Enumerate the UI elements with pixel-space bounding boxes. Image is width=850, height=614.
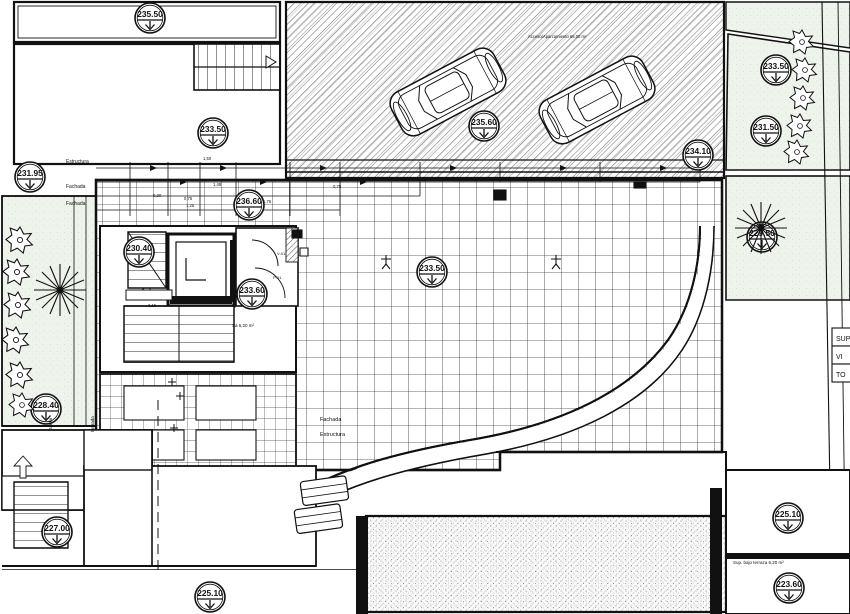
plan-annotation: Jardin xyxy=(48,417,53,430)
plan-annotation: 0,30 xyxy=(153,193,162,198)
plan-annotation: 1,75 xyxy=(263,199,272,204)
bottom-gravel-area xyxy=(356,488,728,614)
parking-driveway xyxy=(284,0,726,180)
elevation-value: 223.60 xyxy=(776,579,802,589)
elevation-value: 231.95 xyxy=(17,168,43,178)
plan-annotation: Acceso/Aparcamiento 68,00 m² xyxy=(528,34,587,39)
elevation-value: 233.50 xyxy=(763,61,789,71)
elevation-marker: 233.50 xyxy=(197,117,229,149)
elevation-marker: 233.60 xyxy=(236,278,268,310)
elevation-value: 228.40 xyxy=(33,400,59,410)
elevation-marker: 233.50 xyxy=(760,54,792,86)
plan-annotation: Fachada xyxy=(320,417,342,423)
elevation-value: 235.50 xyxy=(137,9,163,19)
lower-left-zone xyxy=(1,400,317,600)
stair-upper xyxy=(193,43,281,91)
plan-annotation: 1,25 xyxy=(186,203,195,208)
elevation-marker: 223.60 xyxy=(773,572,805,604)
elevation-value: 229.50 xyxy=(749,228,775,238)
elevation-value: 227.00 xyxy=(44,523,70,533)
elevation-marker: 231.50 xyxy=(750,115,782,147)
plan-annotation: V-01 xyxy=(277,251,286,256)
elevation-value: 231.50 xyxy=(753,122,779,132)
plan-annotation: Estructura xyxy=(320,432,346,438)
plan-annotation: 2,15 xyxy=(148,303,157,308)
elevation-marker-layer: 235.50 233.50 231.95 236.60 230.40 233.60 233.… xyxy=(14,2,805,613)
plan-annotation: Entrada xyxy=(90,416,95,432)
legend-table: SUP VI TO xyxy=(831,327,850,383)
plan-annotation: 0,75 xyxy=(333,184,342,189)
plan-annotation: 1,50 xyxy=(203,156,212,161)
bottom-right-rooms xyxy=(496,451,850,614)
elevation-marker: 231.95 xyxy=(14,161,46,193)
lounge-furniture xyxy=(293,475,350,534)
elevation-marker: 230.40 xyxy=(123,236,155,268)
detail-symbols xyxy=(291,181,647,257)
elevation-value: 234.10 xyxy=(685,146,711,156)
elevation-value: 233.50 xyxy=(419,263,445,273)
plan-annotation: 1,48 xyxy=(213,182,222,187)
elevation-value: 236.60 xyxy=(236,196,262,206)
elevation-marker: 228.40 xyxy=(30,393,62,425)
elevation-marker: 233.50 xyxy=(416,256,448,288)
elevation-marker: 227.00 xyxy=(41,516,73,548)
plan-annotation: Fachada xyxy=(66,201,86,207)
elevation-marker: 235.50 xyxy=(134,2,166,34)
elevation-value: 235.60 xyxy=(471,117,497,127)
legend-row-label: VI xyxy=(836,354,843,361)
plan-annotation: Estructura xyxy=(66,159,89,165)
elevation-marker: 236.60 xyxy=(233,189,265,221)
annotation-layer: Acceso/Aparcamiento 68,00 m²EstructuraFa… xyxy=(48,34,784,565)
elevation-marker: 225.10 xyxy=(772,502,804,534)
elevation-value: 225.10 xyxy=(775,509,801,519)
plan-annotation: Sup. bajo terraza 6,20 m² xyxy=(733,560,784,565)
bottom-strip xyxy=(2,569,356,614)
elevation-marker: 235.60 xyxy=(468,110,500,142)
terrace-fixtures xyxy=(381,255,561,270)
elevation-value: 230.40 xyxy=(126,243,152,253)
elevation-marker: 234.10 xyxy=(682,139,714,171)
plan-annotation: 0,75 xyxy=(184,196,193,201)
elevation-value: 233.60 xyxy=(239,285,265,295)
elevation-value: 225.10 xyxy=(197,588,223,598)
plan-annotation: Sa 6,20 m² xyxy=(232,323,255,328)
elevation-value: 233.50 xyxy=(200,124,226,134)
elevation-marker: 225.10 xyxy=(194,581,226,613)
plan-annotation: Fachada xyxy=(66,184,86,190)
legend-row-label: TO xyxy=(836,372,846,379)
dimension-lines xyxy=(73,162,701,426)
legend-row-label: SUP xyxy=(836,336,850,343)
plan-annotation: P-01 xyxy=(273,275,282,280)
